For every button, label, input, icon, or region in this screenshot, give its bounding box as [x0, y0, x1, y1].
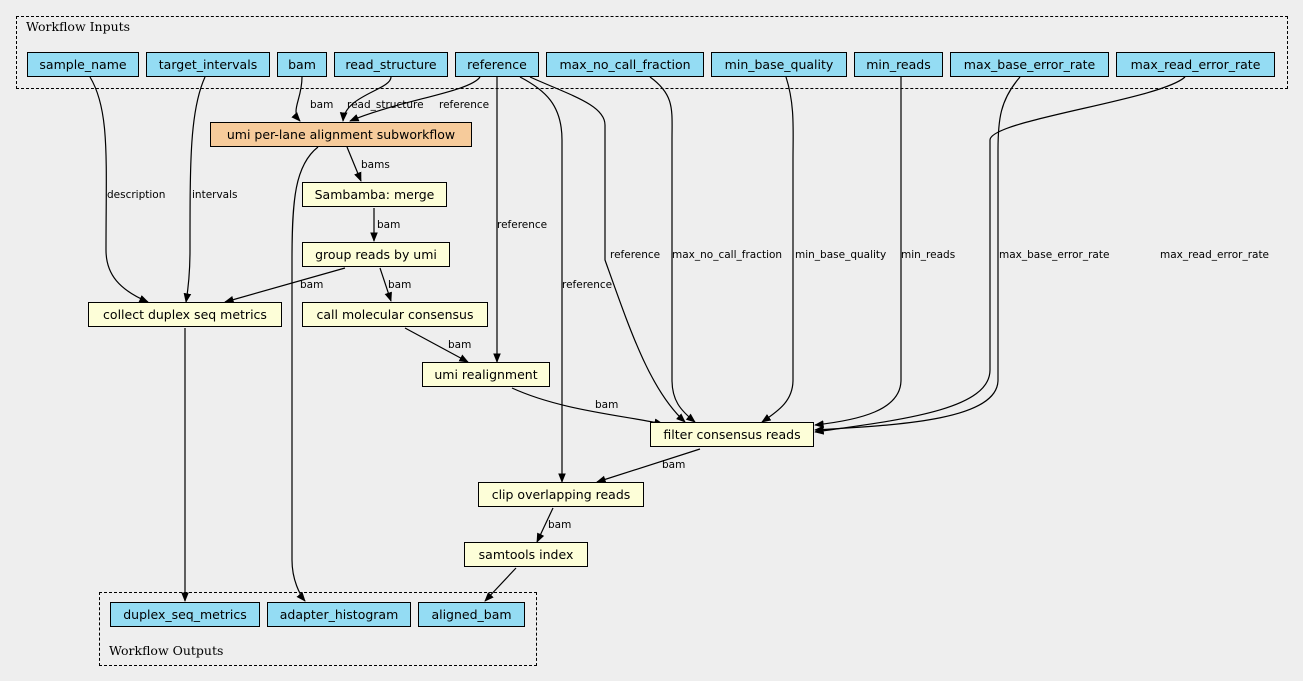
input-min-reads[interactable]: min_reads: [854, 52, 943, 77]
input-sample-name[interactable]: sample_name: [27, 52, 139, 77]
edge-label-description: description: [107, 189, 166, 201]
edge-basequal-filter: [761, 76, 794, 423]
step-call-molecular-consensus[interactable]: call molecular consensus: [302, 302, 488, 327]
step-umi-subworkflow[interactable]: umi per-lane alignment subworkflow: [210, 122, 472, 147]
workflow-outputs-cluster: [99, 592, 537, 666]
workflow-outputs-title: Workflow Outputs: [109, 643, 224, 658]
step-collect-duplex-metrics[interactable]: collect duplex seq metrics: [88, 302, 282, 327]
edge-label-reference-realign: reference: [497, 219, 548, 231]
step-sambamba-merge[interactable]: Sambamba: merge: [302, 182, 447, 207]
step-umi-realignment[interactable]: umi realignment: [422, 362, 550, 387]
input-reference[interactable]: reference: [455, 52, 539, 77]
edge-label-merge-bam: bam: [377, 219, 401, 231]
edge-baseerr-filter: [814, 76, 1021, 434]
edge-index-alignedbam: [484, 567, 517, 602]
edge-subworkflow-adapter: [291, 146, 319, 602]
edge-group-collect: [224, 267, 346, 304]
edge-label-filter-clip-bam: bam: [662, 459, 686, 471]
edge-readerr-filter: [814, 76, 1186, 435]
step-samtools-index[interactable]: samtools index: [464, 542, 588, 567]
input-read-structure[interactable]: read_structure: [334, 52, 448, 77]
edge-call-realign: [404, 327, 469, 363]
edge-label-intervals: intervals: [192, 189, 238, 201]
edge-label-call-realign-bam: bam: [448, 339, 472, 351]
edge-clip-index: [536, 507, 554, 543]
edge-reference-clip: [519, 76, 566, 483]
edge-label-reference-clip: reference: [562, 279, 613, 291]
output-adapter-histogram[interactable]: adapter_histogram: [267, 602, 411, 627]
input-max-base-error-rate[interactable]: max_base_error_rate: [950, 52, 1109, 77]
workflow-inputs-title: Workflow Inputs: [26, 19, 131, 34]
output-aligned-bam[interactable]: aligned_bam: [418, 602, 525, 627]
edge-bam-subworkflow: [291, 76, 303, 122]
input-max-no-call-fraction[interactable]: max_no_call_fraction: [546, 52, 704, 77]
edge-label-group-collect-bam: bam: [300, 279, 324, 291]
edge-minreads-filter: [814, 77, 902, 428]
workflow-inputs-cluster: [16, 16, 1288, 89]
input-max-read-error-rate[interactable]: max_read_error_rate: [1116, 52, 1275, 77]
edge-label-bams: bams: [361, 159, 390, 171]
output-duplex-seq-metrics[interactable]: duplex_seq_metrics: [110, 602, 260, 627]
edge-label-bam: bam: [310, 99, 334, 111]
edge-label-max-read-error-rate: max_read_error_rate: [1160, 249, 1270, 261]
edge-filter-clip: [596, 448, 701, 484]
edge-reference-filter: [529, 76, 686, 423]
input-min-base-quality[interactable]: min_base_quality: [711, 52, 847, 77]
edge-label-max-no-call-fraction: max_no_call_fraction: [672, 249, 783, 261]
edge-reference-subworkflow: [349, 76, 481, 122]
edge-label-group-call-bam: bam: [388, 279, 412, 291]
edge-realign-filter: [511, 387, 664, 426]
edge-label-clip-index-bam: bam: [548, 519, 572, 531]
edge-label-reference-filter: reference: [610, 249, 661, 261]
input-bam[interactable]: bam: [277, 52, 327, 77]
step-filter-consensus-reads[interactable]: filter consensus reads: [650, 422, 814, 447]
step-group-reads-by-umi[interactable]: group reads by umi: [302, 242, 450, 267]
edge-subworkflow-merge: [346, 146, 362, 182]
edge-nocall-filter: [649, 76, 696, 423]
edge-label-min-base-quality: min_base_quality: [795, 249, 887, 261]
edge-label-min-reads: min_reads: [901, 249, 956, 261]
edge-label-read-structure: read_structure: [347, 99, 424, 111]
edge-sample-collect: [89, 76, 149, 303]
edge-label-reference: reference: [439, 99, 490, 111]
edge-read-structure-subworkflow: [339, 76, 392, 122]
edge-intervals-collect: [183, 76, 206, 303]
edge-label-max-base-error-rate: max_base_error_rate: [999, 249, 1110, 261]
step-clip-overlapping-reads[interactable]: clip overlapping reads: [478, 482, 644, 507]
edge-label-realign-filter-bam: bam: [595, 399, 619, 411]
edge-group-call: [379, 267, 392, 302]
input-target-intervals[interactable]: target_intervals: [146, 52, 270, 77]
